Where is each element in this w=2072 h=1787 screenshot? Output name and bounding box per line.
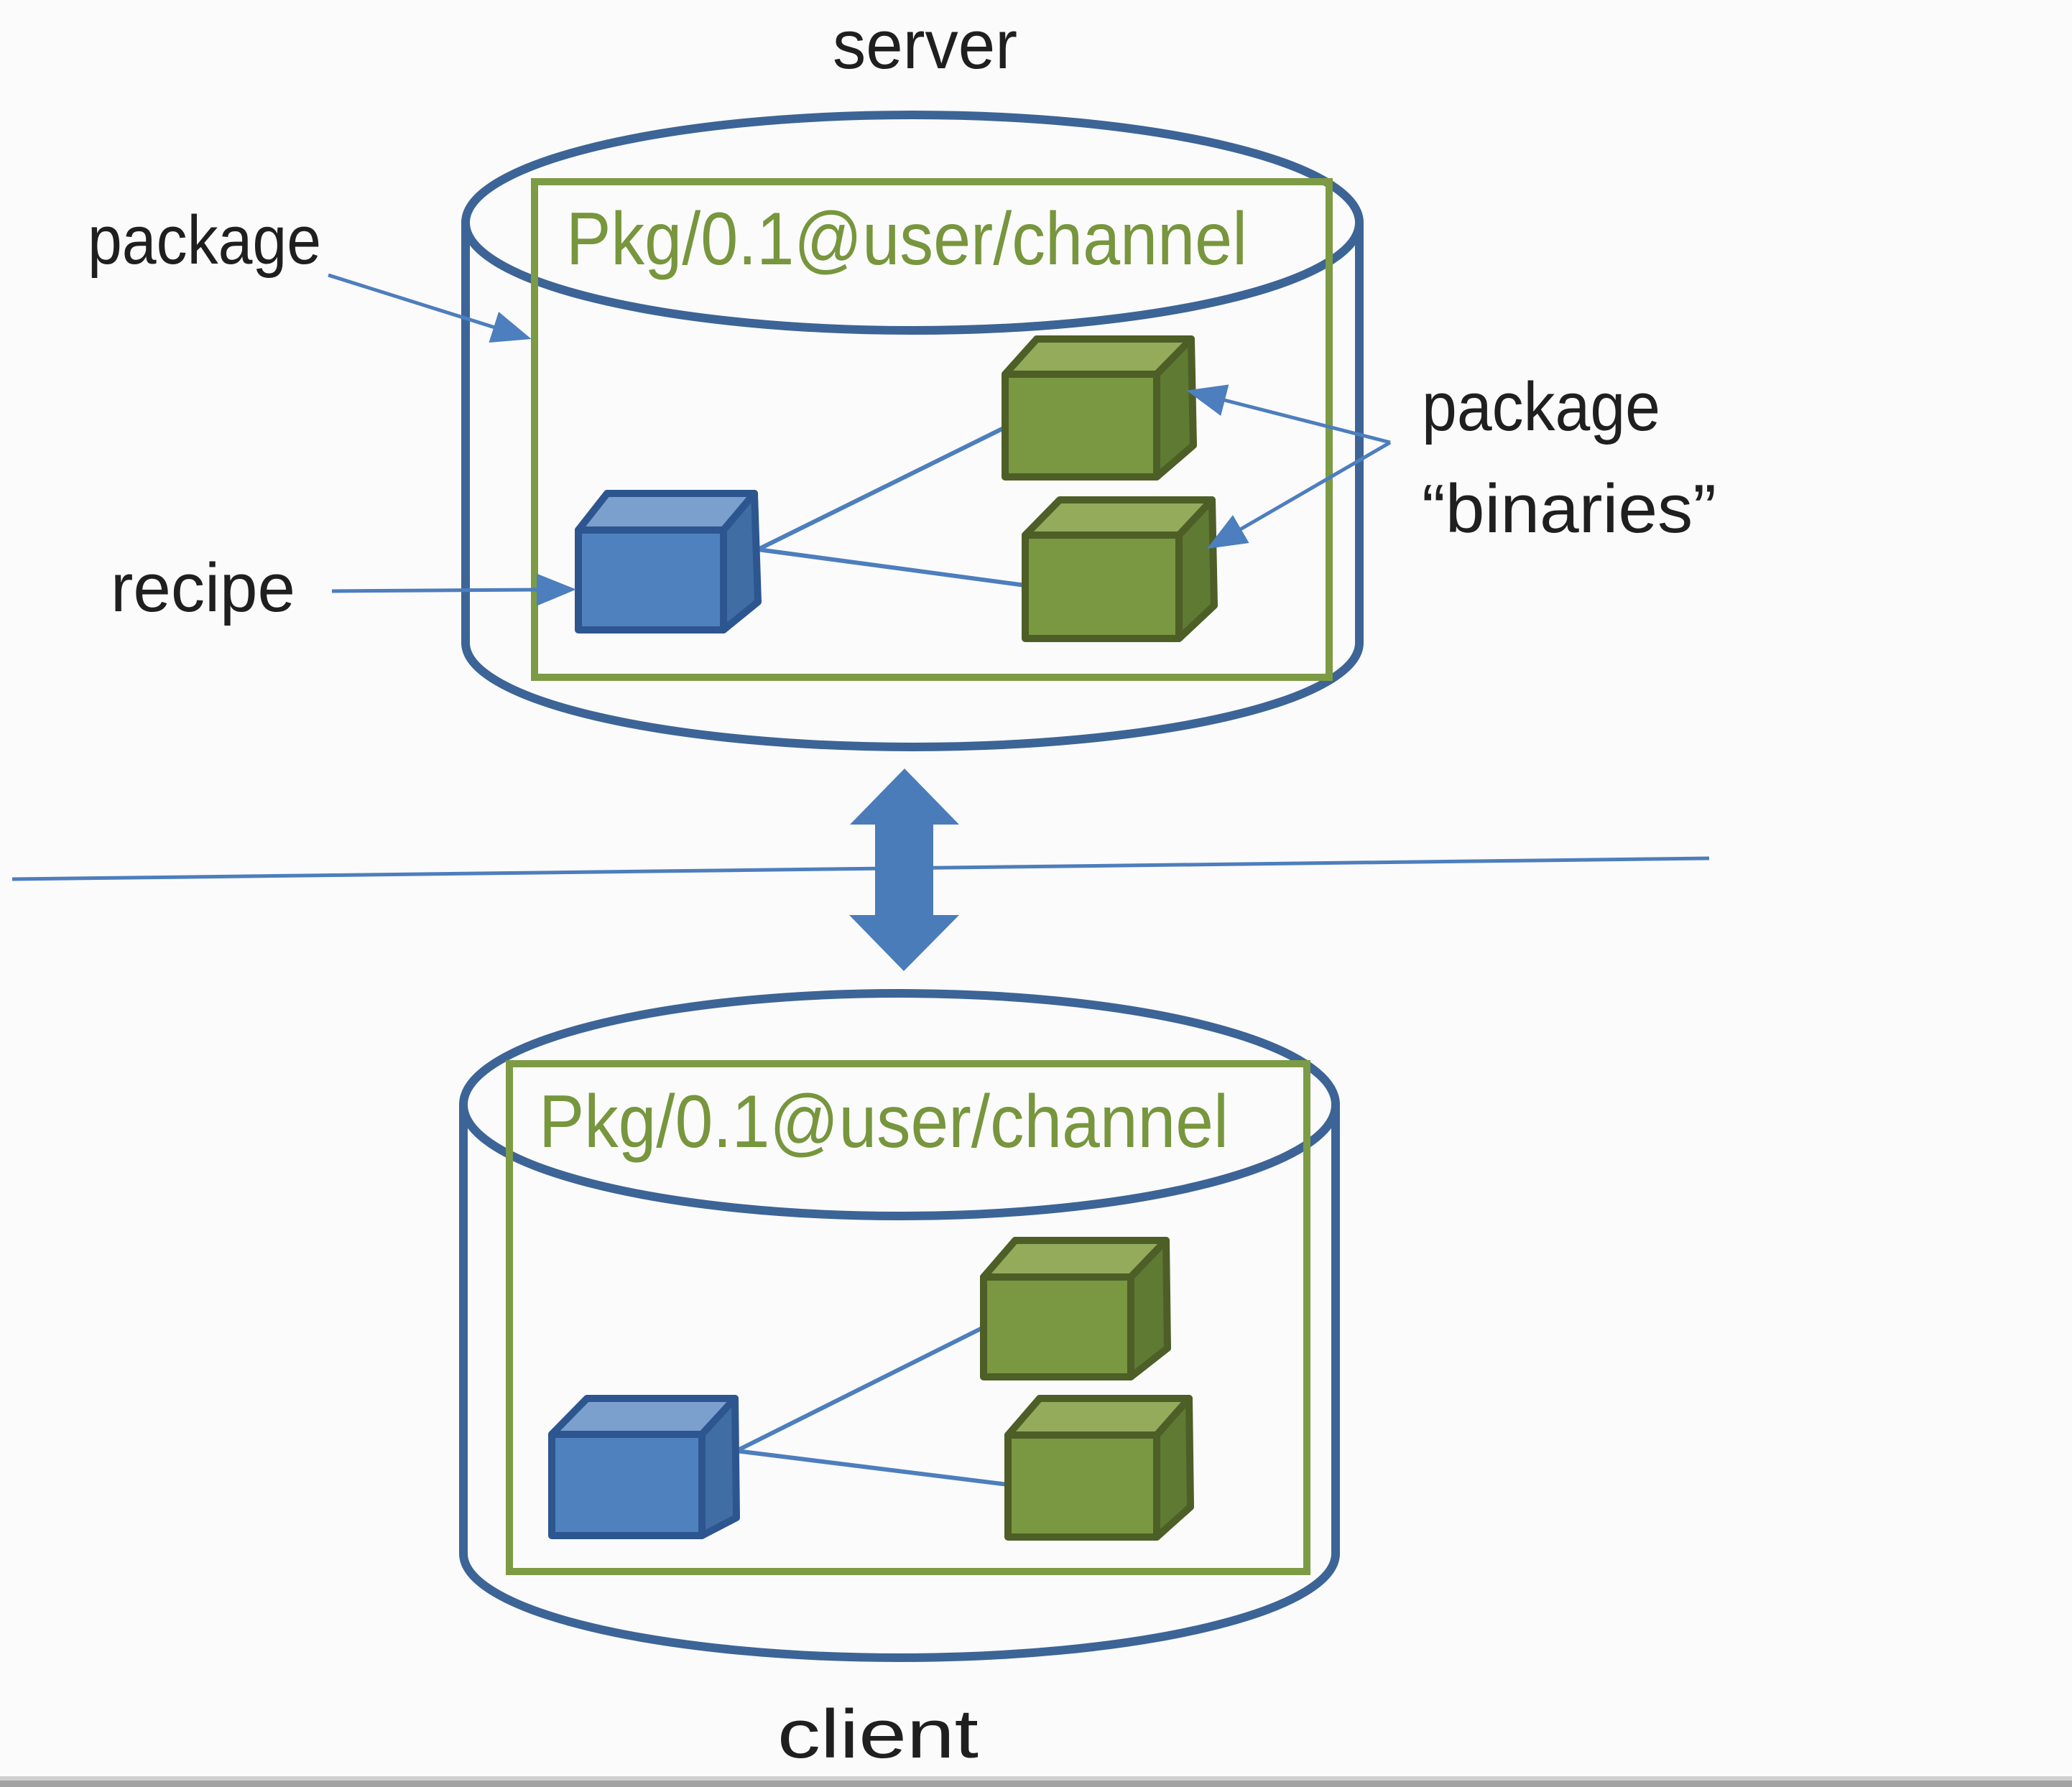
server-binary-cube-2 [1022, 496, 1218, 642]
server-package-boundary [531, 178, 1333, 681]
server-cylinder-top-rim [461, 111, 1364, 335]
client-repo-title: Pkg/0.1@user/channel [539, 1080, 1229, 1164]
client-binary-cube-1 [980, 1237, 1171, 1380]
package-label: package [88, 202, 321, 279]
server-binary-cube-1 [1002, 335, 1197, 481]
server-binary-cube-1-front-face [1002, 371, 1160, 481]
client-recipe-cube [548, 1395, 740, 1539]
binaries-label-arrow-1 [1186, 384, 1391, 445]
server-recipe-cube-front-face [575, 526, 727, 633]
client-binary-cube-1-front-face [980, 1273, 1134, 1380]
client-recipe-to-binary2-line [736, 1449, 1009, 1487]
recipe-label: recipe [111, 549, 295, 626]
client-cylinder-body [459, 1105, 1340, 1662]
server-label: server [833, 6, 1017, 83]
client-binary-cube-2 [1004, 1395, 1194, 1541]
client-label: client [777, 1696, 979, 1773]
server-recipe-to-binary2-line [757, 547, 1026, 588]
server-client-sync-arrow [849, 769, 959, 971]
client-repository: Pkg/0.1@user/channel client [459, 989, 1340, 1773]
package-label-arrow [328, 273, 532, 343]
client-binary-cube-2-front-face [1004, 1431, 1160, 1541]
client-cylinder-top-rim [459, 989, 1340, 1220]
network-divider-line [11, 856, 1710, 881]
server-recipe-to-binary1-line [757, 425, 1007, 552]
binaries-label-arrow-2 [1206, 440, 1392, 549]
server-repo-title: Pkg/0.1@user/channel [566, 198, 1247, 281]
client-package-boundary [506, 1060, 1310, 1575]
server-cylinder-body [461, 223, 1364, 751]
binaries-label-line2: “binaries” [1422, 470, 1716, 547]
server-recipe-cube [575, 490, 762, 633]
client-recipe-to-binary1-line [735, 1325, 985, 1453]
server-repository: server Pkg/0.1@user/channel package reci… [88, 6, 1716, 751]
bottom-bar-light [0, 1776, 2072, 1781]
client-recipe-cube-front-face [548, 1431, 706, 1539]
server-binary-cube-2-front-face [1022, 532, 1183, 642]
bottom-bar [0, 1781, 2072, 1787]
binaries-label-line1: package [1422, 368, 1660, 445]
recipe-label-arrow [331, 573, 576, 606]
